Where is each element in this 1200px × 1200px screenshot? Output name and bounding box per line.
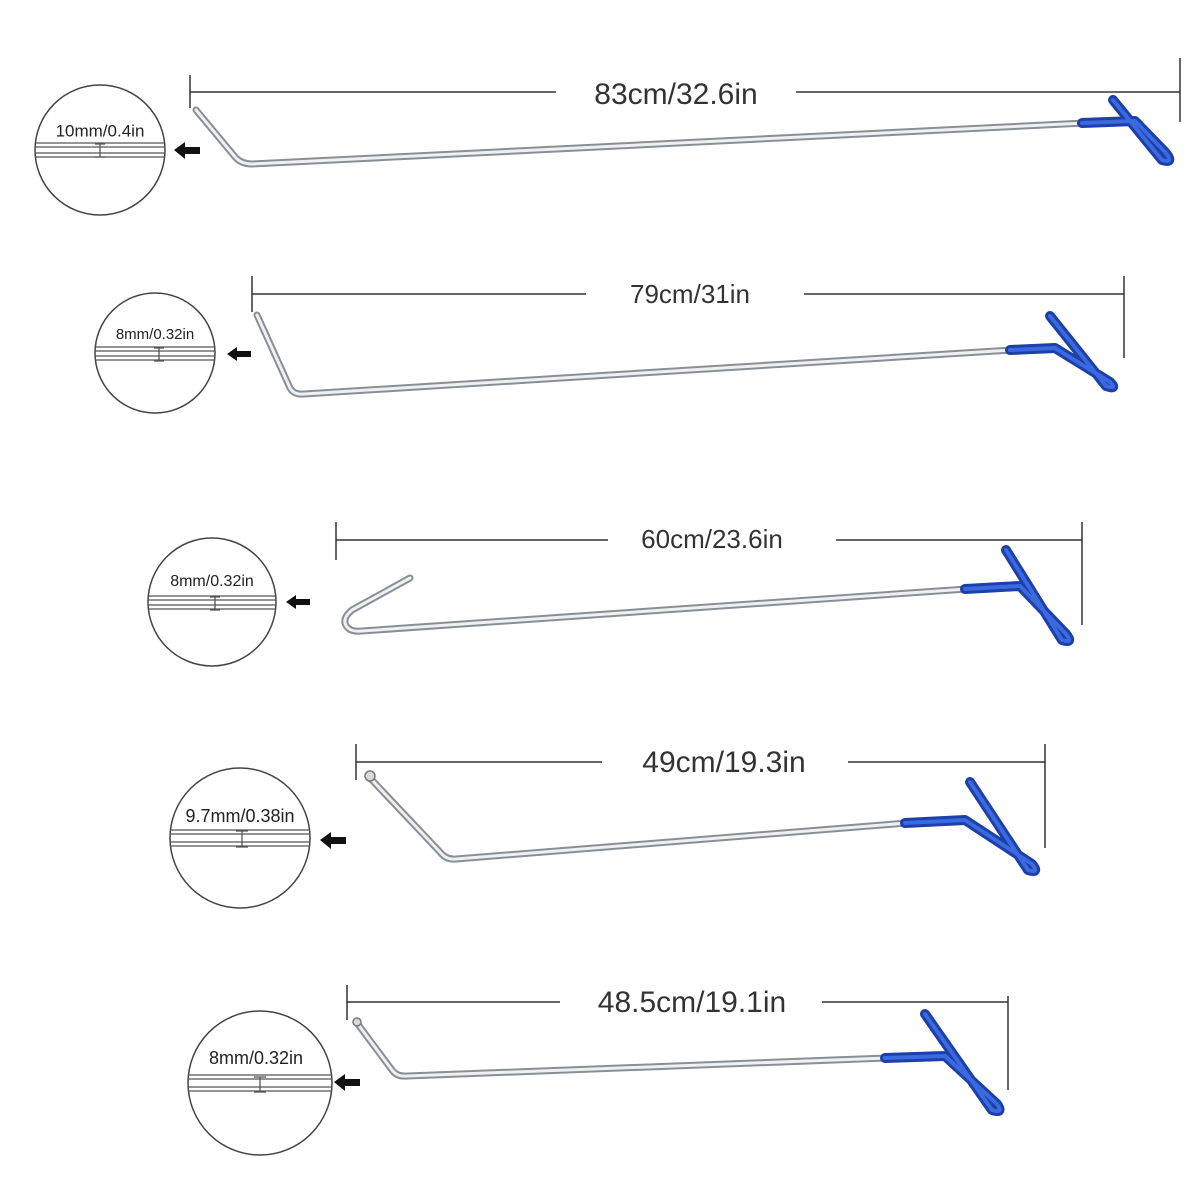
rod xyxy=(253,311,1119,398)
arrow-left-icon xyxy=(174,142,200,159)
length-label: 49cm/19.3in xyxy=(642,746,805,779)
length-label: 83cm/32.6in xyxy=(594,78,757,111)
blue-handle xyxy=(900,777,1041,877)
diameter-label: 8mm/0.32in xyxy=(170,573,254,590)
rod xyxy=(364,770,1041,877)
tool-3: 60cm/23.6in 8mm/0.32in xyxy=(147,522,1083,667)
diameter-callout: 10mm/0.4in xyxy=(34,84,200,216)
length-label: 79cm/31in xyxy=(630,279,750,309)
diameter-label: 9.7mm/0.38in xyxy=(185,806,294,826)
length-label: 48.5cm/19.1in xyxy=(598,986,786,1019)
length-dimension: 49cm/19.3in xyxy=(355,744,1046,848)
arrow-left-icon xyxy=(320,832,346,849)
rod xyxy=(352,1009,1005,1117)
diameter-callout: 8mm/0.32in xyxy=(94,292,251,414)
diameter-label: 8mm/0.32in xyxy=(209,1048,303,1068)
rod xyxy=(341,545,1075,647)
rod xyxy=(192,95,1175,168)
length-dimension: 83cm/32.6in xyxy=(189,58,1181,122)
diameter-callout: 8mm/0.32in xyxy=(147,537,310,667)
tool-4: 49cm/19.3in 9.7mm/0.38in xyxy=(169,744,1046,909)
arrow-left-icon xyxy=(286,595,310,609)
length-dimension: 60cm/23.6in xyxy=(335,522,1083,625)
length-dimension: 79cm/31in xyxy=(251,276,1125,358)
diameter-callout: 8mm/0.32in xyxy=(187,1010,360,1156)
tool-5: 48.5cm/19.1in 8mm/0.32in xyxy=(187,985,1009,1156)
diameter-label: 10mm/0.4in xyxy=(56,121,145,140)
tool-1: 83cm/32.6in 10mm/0.4in xyxy=(34,58,1181,216)
length-dimension: 48.5cm/19.1in xyxy=(346,985,1009,1090)
arrow-left-icon xyxy=(227,347,251,361)
arrow-left-icon xyxy=(334,1074,360,1091)
length-label: 60cm/23.6in xyxy=(641,524,783,554)
diameter-label: 8mm/0.32in xyxy=(116,326,194,343)
tool-2: 79cm/31in 8mm/0.32in xyxy=(94,276,1125,414)
diameter-callout: 9.7mm/0.38in xyxy=(169,767,346,909)
